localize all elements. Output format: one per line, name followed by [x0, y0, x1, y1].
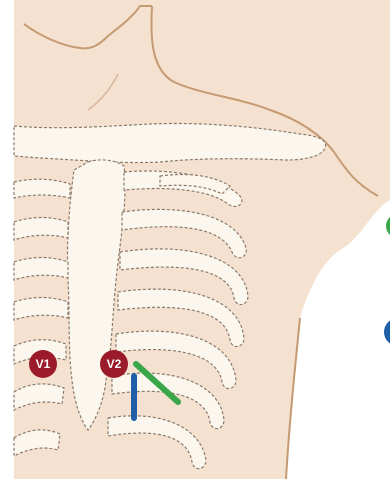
electrode-v2: V2 — [100, 350, 128, 378]
electrode-v1-label: V1 — [36, 357, 51, 371]
electrode-v2-label: V2 — [107, 357, 122, 371]
background-left — [0, 0, 14, 479]
electrode-v1: V1 — [29, 350, 57, 378]
